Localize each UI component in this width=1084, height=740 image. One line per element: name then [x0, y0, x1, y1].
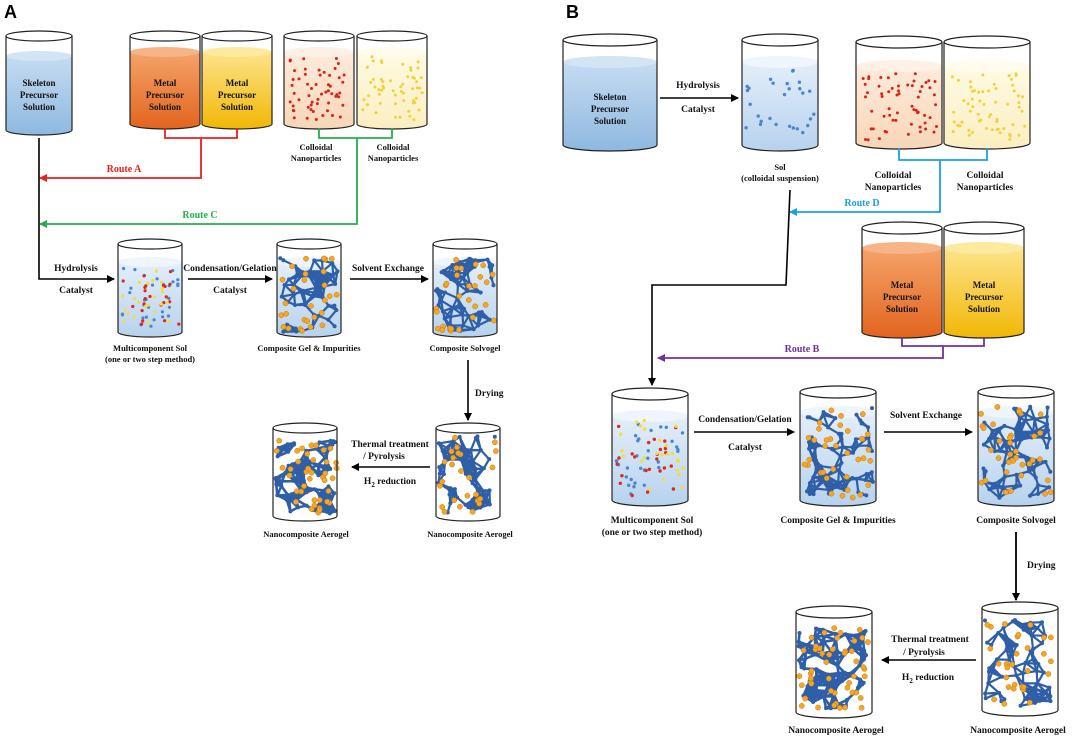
- panel-a-metal-right-l3: Solution: [221, 102, 253, 112]
- panel-b-skeleton-l1: Skeleton: [593, 92, 626, 102]
- panel-a-colloid-left-l2: Nanoparticles: [291, 153, 342, 163]
- panel-a-gel-label: Composite Gel & Impurities: [257, 343, 361, 353]
- panel-a-catalyst-2: Catalyst: [213, 286, 248, 296]
- panel-a-colloid-beaker-right: [356, 30, 428, 130]
- panel-a-colloid-beaker-left: [283, 30, 355, 130]
- panel-b-catalyst-2: Catalyst: [728, 443, 763, 453]
- panel-b-h2-reduction: H2 reduction: [902, 673, 955, 685]
- panel-b-catalyst-1: Catalyst: [681, 105, 716, 115]
- panel-b-metal-right-l3: Solution: [968, 304, 1000, 314]
- panel-b-gel-label: Composite Gel & Impurities: [780, 516, 896, 526]
- panel-b-colloid-beaker-left: [855, 35, 943, 150]
- panel-b-main-line: [648, 189, 791, 386]
- panel-b-drying: Drying: [1027, 561, 1056, 571]
- panel-a-pyrolysis: / Pyrolysis: [362, 452, 405, 462]
- panel-b-metal-left-l3: Solution: [886, 304, 918, 314]
- panel-a-skeleton-beaker: Skeleton Precursor Solution: [5, 30, 73, 136]
- panel-a-multicomponent-sol-beaker: [117, 238, 183, 338]
- panel-a-condensation: Condensation/Gelation: [183, 264, 277, 274]
- panel-b-condensation: Condensation/Gelation: [698, 415, 792, 425]
- panel-b-solvogel-label: Composite Solvogel: [976, 516, 1056, 526]
- panel-b-pyrolysis: / Pyrolysis: [902, 648, 945, 658]
- panel-a-route-a-label: Route A: [107, 164, 143, 175]
- panel-b-metal-left-l2: Precursor: [883, 292, 921, 302]
- panel-a-aerogel-dry-beaker: [435, 422, 501, 522]
- panel-a-aerogel-dry-label: Nanocomposite Aerogel: [427, 529, 513, 539]
- panel-a-colloid-right-l1: Colloidal: [376, 142, 410, 152]
- panel-a-metal-left-l3: Solution: [149, 102, 181, 112]
- panel-b-sol-sub: (colloidal suspension): [741, 173, 819, 183]
- panel-b-multicomponent-sol-beaker: [611, 387, 689, 507]
- panel-a-metal-beaker-left: Metal Precursor Solution: [129, 30, 201, 130]
- panel-a-skeleton-line1: Skeleton: [22, 78, 55, 88]
- panel-a-metal-left-l2: Precursor: [146, 90, 184, 100]
- panel-b-sol-beaker: [741, 33, 819, 152]
- panel-b-colloid-left-l2: Nanoparticles: [865, 183, 922, 193]
- panel-a-skeleton-line2: Precursor: [20, 90, 58, 100]
- panel-b-skeleton-l3: Solution: [594, 116, 626, 126]
- panel-a-hydrolysis: Hydrolysis: [54, 264, 98, 274]
- panel-a-solvogel-label: Composite Solvogel: [429, 343, 501, 353]
- panel-b-multi-label: Multicomponent Sol: [611, 516, 694, 526]
- panel-b-route-b-label: Route B: [785, 344, 820, 355]
- panel-a-composite-gel-beaker: [276, 238, 342, 338]
- panel-a-skeleton-line3: Solution: [23, 102, 55, 112]
- panel-b-colloid-right-l1: Colloidal: [967, 171, 1004, 181]
- panel-a-h2-reduction: H2 reduction: [364, 477, 417, 489]
- panel-b-route-d-bracket: [790, 148, 988, 212]
- panel-a-sol-sub: (one or two step method): [105, 354, 195, 364]
- panel-b-sol-label: Sol: [774, 162, 786, 172]
- panel-a-catalyst-1: Catalyst: [59, 286, 94, 296]
- panel-b-solvogel-beaker: [977, 385, 1055, 507]
- panel-a-route-c-label: Route C: [182, 210, 217, 221]
- panel-b-composite-gel-beaker: [799, 385, 877, 507]
- panel-a-sol-label: Multicomponent Sol: [113, 343, 188, 353]
- panel-b-skeleton-beaker: Skeleton Precursor Solution: [562, 33, 658, 152]
- panel-b-metal-beaker-left: Metal Precursor Solution: [861, 221, 943, 339]
- panel-a-metal-left-l1: Metal: [154, 78, 177, 88]
- panel-b-aerogel-dry-beaker: [981, 601, 1059, 717]
- panel-b-metal-beaker-right: Metal Precursor Solution: [943, 221, 1025, 339]
- panel-a-metal-right-l2: Precursor: [218, 90, 256, 100]
- panel-a-colloid-yellow-dots: [361, 55, 424, 122]
- panel-b-letter: B: [566, 2, 579, 22]
- panel-a-letter: A: [4, 2, 17, 22]
- panel-a-route-c-bracket: [40, 128, 393, 224]
- panel-a-metal-beaker-right: Metal Precursor Solution: [201, 30, 273, 130]
- panel-b-aerogel-final-label: Nanocomposite Aerogel: [788, 726, 884, 736]
- panel-a-colloid-right-l2: Nanoparticles: [368, 153, 419, 163]
- panel-b-metal-right-l2: Precursor: [965, 292, 1003, 302]
- panel-b-aerogel-final-beaker: [795, 605, 873, 719]
- panel-a-main-line: [38, 138, 115, 283]
- panel-b-route-b-bracket: [658, 337, 985, 358]
- panel-a-colloid-red-dots: [288, 57, 346, 121]
- panel-a-colloid-left-l1: Colloidal: [299, 142, 333, 152]
- panel-a-thermal: Thermal treatment: [351, 440, 429, 450]
- panel-b-colloid-beaker-right: [943, 35, 1031, 150]
- panel-b-aerogel-dry-label: Nanocomposite Aerogel: [970, 726, 1066, 736]
- panel-b-metal-left-l1: Metal: [891, 280, 914, 290]
- panel-b-solvent-exchange: Solvent Exchange: [890, 411, 962, 421]
- panel-a-aerogel-final-beaker: [272, 422, 340, 522]
- panel-a-aerogel-final-label: Nanocomposite Aerogel: [263, 529, 349, 539]
- panel-b-thermal: Thermal treatment: [891, 635, 969, 645]
- panel-b-hydrolysis: Hydrolysis: [676, 81, 720, 91]
- panel-a-solvogel-beaker: [432, 238, 498, 338]
- panel-a-solvent-exchange: Solvent Exchange: [352, 264, 424, 274]
- panel-b-colloid-right-l2: Nanoparticles: [957, 183, 1014, 193]
- panel-a-metal-right-l1: Metal: [226, 78, 249, 88]
- panel-b-metal-right-l1: Metal: [973, 280, 996, 290]
- panel-b-route-d-label: Route D: [844, 198, 879, 209]
- panel-b-multi-sub: (one or two step method): [602, 527, 703, 538]
- panel-b-skeleton-l2: Precursor: [591, 104, 629, 114]
- panel-a-drying: Drying: [475, 389, 504, 399]
- panel-b-colloid-left-l1: Colloidal: [875, 171, 912, 181]
- panel-a-route-a-bracket: [40, 128, 238, 178]
